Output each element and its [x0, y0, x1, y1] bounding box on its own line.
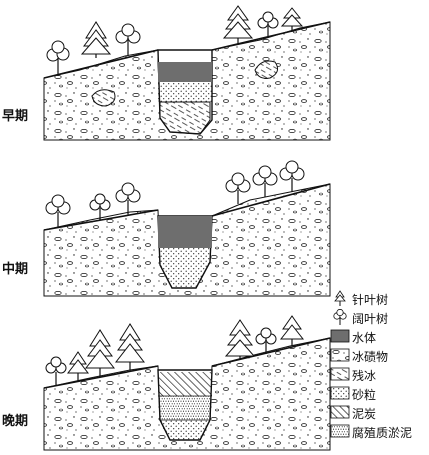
legend-label: 砂粒	[352, 388, 377, 402]
humus-silt-swatch	[330, 424, 350, 438]
broadleaf-tree	[255, 327, 277, 354]
peat-swatch	[330, 405, 350, 419]
sand-layer	[160, 420, 210, 440]
conifer-tree	[224, 319, 256, 360]
broadleaf-tree	[115, 23, 141, 56]
water-layer	[158, 62, 212, 82]
stage-label-early: 早期	[2, 109, 29, 124]
legend-item-water: 水体	[330, 328, 429, 346]
legend-label: 针叶树	[352, 293, 389, 307]
legend-item-broadleaf: 阔叶树	[330, 309, 429, 327]
sand-layer	[158, 82, 212, 102]
ground-surface	[43, 209, 159, 231]
peat-layer	[158, 372, 212, 396]
legend-item-peat: 泥炭	[330, 404, 429, 422]
water-swatch	[330, 329, 350, 343]
conifer-tree	[280, 7, 304, 32]
residual-ice-block	[92, 89, 115, 106]
broadleaf-tree	[279, 160, 305, 192]
water-layer	[158, 216, 212, 248]
broadleaf-tree	[45, 356, 67, 386]
conifer-tree	[114, 323, 146, 370]
conifer-tree-icon	[334, 290, 346, 306]
legend-item-humus-silt: 腐殖质淤泥	[330, 423, 429, 441]
stage-label-middle: 中期	[2, 262, 29, 277]
legend-item-residual-ice: 残冰	[330, 366, 429, 384]
legend-label: 阔叶树	[352, 312, 389, 326]
ground-surface	[211, 337, 331, 367]
panel-early	[43, 5, 331, 141]
legend-item-sand: 砂粒	[330, 385, 429, 403]
legend-label: 水体	[352, 331, 377, 345]
legend-item-moraine: 冰碛物	[330, 347, 429, 365]
panel-middle	[43, 160, 331, 297]
legend-label: 腐殖质淤泥	[352, 426, 413, 440]
residual-ice-swatch	[330, 367, 350, 381]
broadleaf-tree	[46, 40, 70, 76]
legend-item-conifer: 针叶树	[330, 290, 429, 308]
ground-surface	[43, 365, 159, 389]
conifer-tree	[84, 329, 116, 376]
legend-label: 泥炭	[352, 407, 377, 421]
broadleaf-tree	[89, 193, 111, 220]
broadleaf-tree	[45, 194, 71, 228]
ground-surface	[211, 183, 331, 217]
humus-silt-layer	[159, 396, 211, 420]
residual-ice-block	[255, 61, 278, 79]
legend-label: 残冰	[352, 369, 377, 383]
broadleaf-tree	[225, 172, 251, 204]
ground-surface	[211, 21, 331, 51]
panel-late	[43, 315, 331, 451]
broadleaf-tree	[252, 165, 278, 197]
stage-label-late: 晚期	[2, 414, 29, 429]
residual-ice-layer	[159, 101, 211, 135]
legend-label: 冰碛物	[352, 350, 389, 364]
broadleaf-tree	[115, 182, 141, 214]
conifer-tree	[222, 5, 254, 44]
sand-swatch	[330, 386, 350, 400]
broadleaf-tree-icon	[333, 309, 347, 325]
sand-layer	[159, 248, 211, 288]
moraine-swatch	[330, 348, 350, 362]
broadleaf-tree	[257, 11, 279, 38]
ground-surface	[43, 49, 159, 79]
conifer-tree	[279, 315, 305, 346]
conifer-tree	[66, 351, 90, 382]
conifer-tree	[80, 21, 112, 58]
